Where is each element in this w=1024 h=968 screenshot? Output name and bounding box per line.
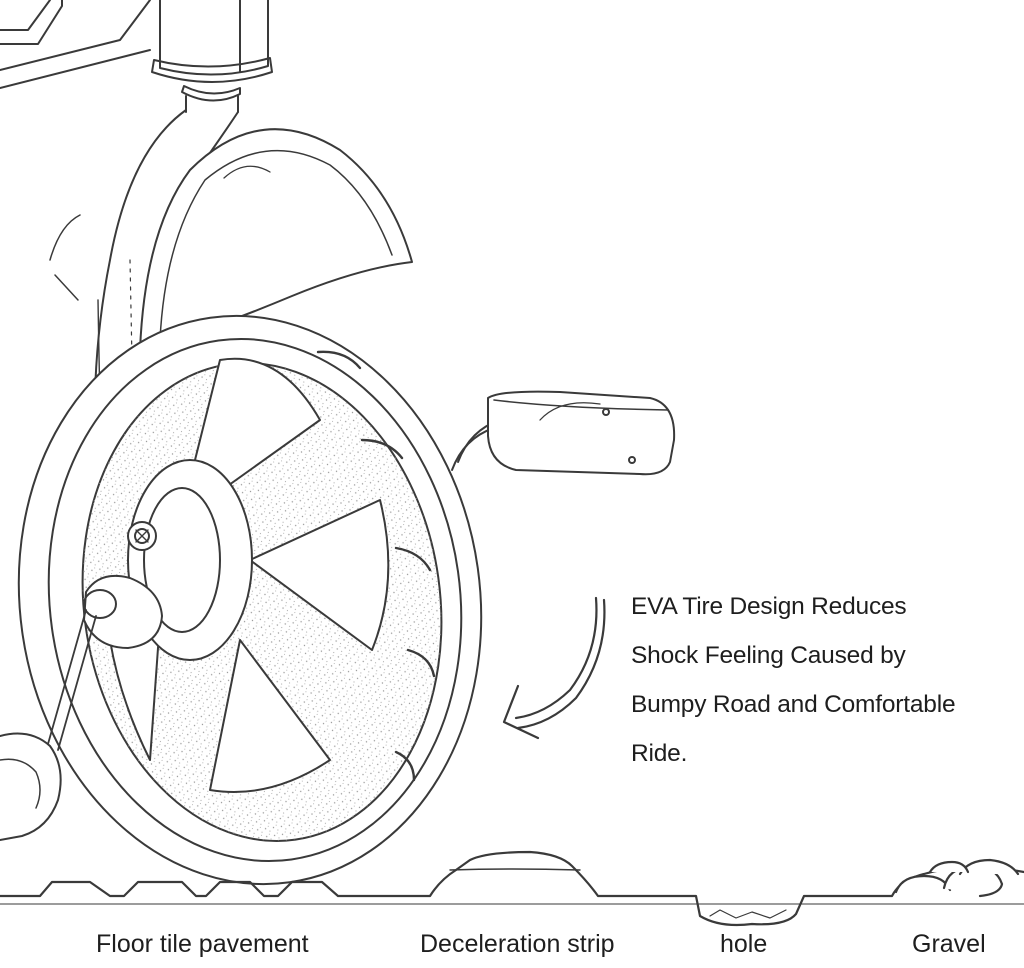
curved-arrow-icon (502, 596, 606, 740)
road-profile (0, 850, 1024, 927)
feature-caption: EVA Tire Design Reduces Shock Feeling Ca… (631, 582, 1011, 778)
label-gravel: Gravel (912, 930, 986, 958)
pedal-left (0, 609, 97, 841)
label-hole: hole (720, 930, 768, 958)
label-deceleration-strip: Deceleration strip (420, 930, 615, 958)
wheel (17, 314, 483, 886)
head-tube (151, 0, 273, 113)
label-floor-tile-pavement: Floor tile pavement (96, 930, 309, 958)
pedal-right (451, 390, 676, 476)
frame-fragment (0, 0, 151, 89)
mudguard (49, 128, 413, 353)
caption-line: Ride. (631, 740, 688, 767)
caption-line: Bumpy Road and Comfortable (631, 691, 956, 718)
caption-line: Shock Feeling Caused by (631, 642, 906, 669)
caption-line: EVA Tire Design Reduces (631, 593, 907, 620)
